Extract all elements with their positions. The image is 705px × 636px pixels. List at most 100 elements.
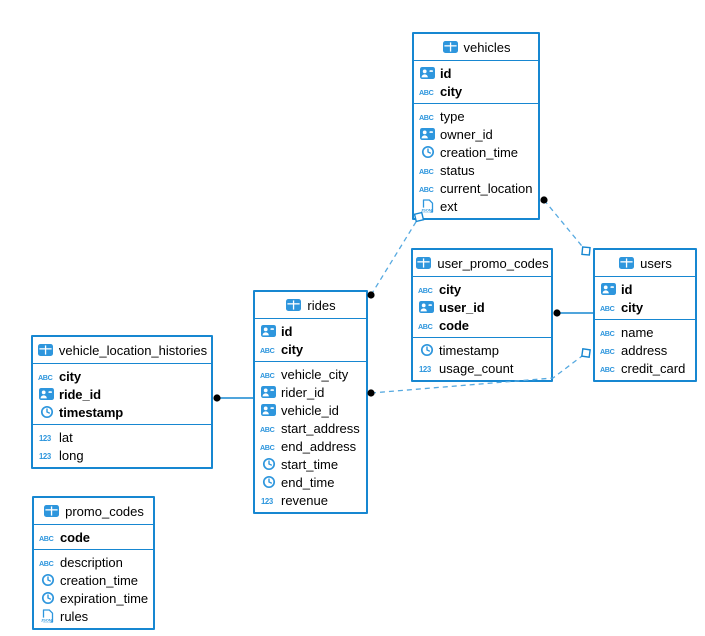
table-icon [442, 40, 459, 54]
svg-text:ABC: ABC [600, 346, 615, 355]
svg-text:ABC: ABC [600, 303, 615, 312]
column-row: 123 revenue [255, 491, 366, 509]
column-row: JSON rules [34, 607, 153, 625]
user-id-icon [38, 387, 55, 401]
clock-icon [38, 405, 55, 419]
column-row: user_id [413, 298, 551, 316]
column-name: city [281, 341, 304, 357]
svg-text:ABC: ABC [419, 112, 434, 121]
column-name: status [440, 162, 475, 178]
table-name: rides [307, 297, 336, 313]
column-row: 123 lat [33, 428, 211, 446]
abc-icon: ABC [260, 367, 277, 381]
clock-icon [39, 573, 56, 587]
abc-icon: ABC [418, 318, 435, 332]
column-row: owner_id [414, 125, 538, 143]
svg-text:ABC: ABC [260, 370, 275, 379]
svg-text:ABC: ABC [600, 328, 615, 337]
column-name: rider_id [281, 384, 325, 400]
svg-text:JSON: JSON [421, 207, 432, 212]
column-name: long [59, 447, 84, 463]
clock-icon [260, 457, 277, 471]
relationship-diamond-marker [581, 246, 591, 256]
column-name: ext [440, 198, 458, 214]
column-name: id [281, 323, 293, 339]
number-icon: 123 [38, 430, 55, 444]
table-name: vehicles [463, 39, 511, 55]
number-icon: 123 [418, 361, 435, 375]
svg-text:ABC: ABC [38, 372, 53, 381]
svg-text:ABC: ABC [418, 321, 433, 330]
abc-icon: ABC [600, 300, 617, 314]
column-name: credit_card [621, 360, 686, 376]
svg-text:123: 123 [39, 434, 52, 443]
column-name: name [621, 324, 654, 340]
column-name: revenue [281, 492, 328, 508]
svg-text:ABC: ABC [419, 184, 434, 193]
column-name: expiration_time [60, 590, 149, 606]
column-row: expiration_time [34, 589, 153, 607]
svg-text:123: 123 [261, 497, 274, 506]
column-row: timestamp [33, 403, 211, 421]
abc-icon: ABC [600, 343, 617, 357]
relationship-user_promo_codes-users [553, 309, 594, 317]
relationship-diamond-marker [581, 348, 591, 358]
column-row: JSON ext [414, 197, 538, 215]
column-name: lat [59, 429, 73, 445]
abc-icon: ABC [260, 342, 277, 356]
relationship-vehicles-users [540, 196, 591, 256]
table-icon [285, 298, 302, 312]
svg-text:ABC: ABC [600, 364, 615, 373]
column-row: id [595, 280, 695, 298]
table-header[interactable]: user_promo_codes [413, 250, 551, 277]
column-name: user_id [439, 299, 485, 315]
table-name: promo_codes [65, 503, 144, 519]
column-name: description [60, 554, 123, 570]
relationship-dot [367, 389, 375, 397]
column-row: creation_time [34, 571, 153, 589]
abc-icon: ABC [260, 421, 277, 435]
abc-icon: ABC [419, 84, 436, 98]
column-row: ride_id [33, 385, 211, 403]
column-name: id [621, 281, 633, 297]
user-id-icon [600, 282, 617, 296]
table-header[interactable]: users [595, 250, 695, 277]
column-name: vehicle_city [281, 366, 349, 382]
column-name: rules [60, 608, 89, 624]
abc-icon: ABC [419, 163, 436, 177]
relationship-dot [540, 196, 548, 204]
table-header[interactable]: rides [255, 292, 366, 319]
column-name: start_time [281, 456, 339, 472]
column-name: city [439, 281, 462, 297]
svg-text:123: 123 [419, 365, 432, 374]
table-icon [618, 256, 635, 270]
column-name: timestamp [439, 342, 499, 358]
table-header[interactable]: promo_codes [34, 498, 153, 525]
json-icon: JSON [39, 609, 56, 623]
column-row: start_time [255, 455, 366, 473]
column-name: end_time [281, 474, 335, 490]
column-name: creation_time [60, 572, 139, 588]
table-header[interactable]: vehicles [414, 34, 538, 61]
table-header[interactable]: vehicle_location_histories [33, 337, 211, 364]
column-name: owner_id [440, 126, 493, 142]
relationship-dot [553, 309, 561, 317]
column-row: ABC name [595, 323, 695, 341]
